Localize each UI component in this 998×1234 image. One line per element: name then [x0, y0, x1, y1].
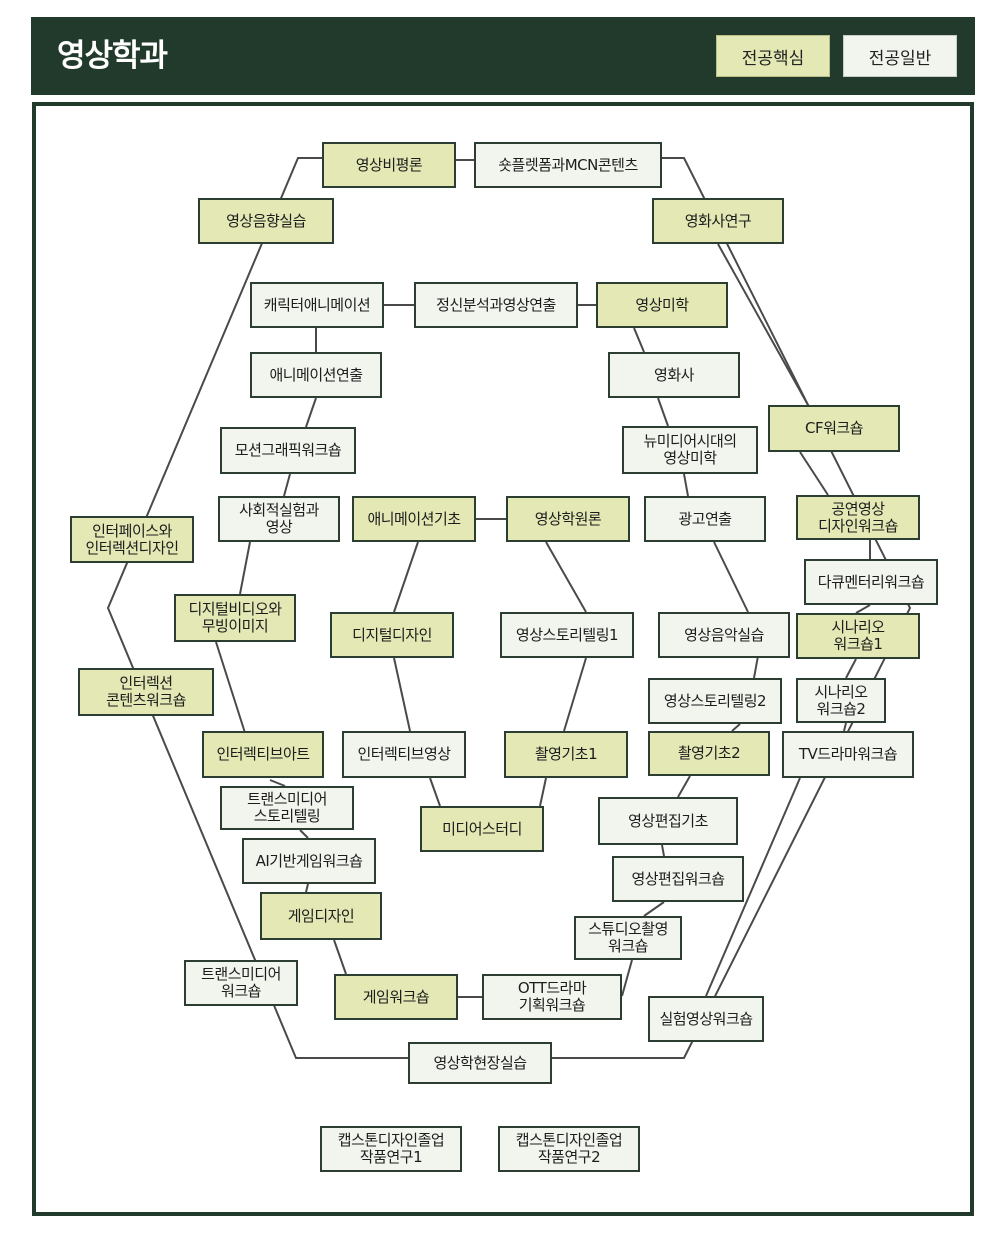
course-node[interactable]: 영상미학	[596, 282, 728, 328]
course-node[interactable]: 정신분석과영상연출	[414, 282, 578, 328]
course-node[interactable]: 캐릭터애니메이션	[250, 282, 384, 328]
course-node[interactable]: 인터렉티브아트	[202, 731, 324, 778]
course-node[interactable]: AI기반게임워크숍	[242, 838, 376, 884]
course-node[interactable]: 영상학원론	[506, 496, 630, 542]
course-node[interactable]: 사회적실험과 영상	[218, 496, 340, 542]
course-node[interactable]: 시나리오 워크숍2	[796, 678, 886, 723]
course-node[interactable]: 영상스토리텔링1	[500, 612, 634, 658]
course-node[interactable]: 뉴미디어시대의 영상미학	[622, 426, 758, 474]
course-node[interactable]: 촬영기초1	[504, 731, 628, 778]
course-node[interactable]: 영상편집워크숍	[612, 856, 744, 902]
course-node[interactable]: 게임디자인	[260, 892, 382, 940]
course-node[interactable]: 영화사	[608, 352, 740, 398]
course-node[interactable]: 영화사연구	[652, 198, 784, 244]
course-node[interactable]: 인터렉션 콘텐츠워크숍	[78, 668, 214, 716]
course-node[interactable]: 디지털디자인	[330, 612, 454, 658]
course-node[interactable]: 영상편집기초	[598, 797, 738, 845]
course-node[interactable]: 애니메이션기초	[352, 496, 476, 542]
course-node[interactable]: 디지털비디오와 무빙이미지	[174, 594, 296, 642]
legend-general-button[interactable]: 전공일반	[843, 35, 957, 77]
course-node[interactable]: 영상학현장실습	[408, 1042, 552, 1084]
legend-core-button[interactable]: 전공핵심	[716, 35, 830, 77]
course-node[interactable]: 미디어스터디	[420, 806, 544, 852]
course-node[interactable]: 영상음향실습	[198, 198, 334, 244]
course-node[interactable]: 트랜스미디어 스토리텔링	[220, 786, 354, 830]
course-node[interactable]: 스튜디오촬영 워크숍	[574, 916, 682, 960]
page-header: 영상학과 전공핵심 전공일반	[31, 17, 975, 95]
course-node[interactable]: 영상스토리텔링2	[648, 678, 782, 724]
course-node[interactable]: 트랜스미디어 워크숍	[184, 960, 298, 1006]
course-node[interactable]: TV드라마워크숍	[782, 731, 914, 778]
course-node[interactable]: 게임워크숍	[334, 974, 458, 1020]
page-title: 영상학과	[57, 38, 168, 74]
course-node[interactable]: CF워크숍	[768, 405, 900, 452]
course-node[interactable]: 영상비평론	[322, 142, 456, 188]
course-node[interactable]: 공연영상 디자인워크숍	[796, 495, 920, 540]
course-node[interactable]: 다큐멘터리워크숍	[804, 559, 938, 605]
course-node[interactable]: 광고연출	[644, 496, 766, 542]
course-node[interactable]: 시나리오 워크숍1	[796, 613, 920, 659]
course-node[interactable]: 인터렉티브영상	[342, 731, 466, 778]
curriculum-frame	[32, 102, 974, 1216]
course-node[interactable]: 캡스톤디자인졸업 작품연구2	[498, 1126, 640, 1172]
course-node[interactable]: 촬영기초2	[648, 731, 770, 776]
course-node[interactable]: 실험영상워크숍	[648, 996, 764, 1042]
course-node[interactable]: 모션그래픽워크숍	[220, 427, 356, 474]
course-node[interactable]: 애니메이션연출	[250, 352, 382, 398]
course-node[interactable]: 캡스톤디자인졸업 작품연구1	[320, 1126, 462, 1172]
course-node[interactable]: 영상음악실습	[658, 612, 790, 658]
course-node[interactable]: OTT드라마 기획워크숍	[482, 974, 622, 1020]
course-node[interactable]: 인터페이스와 인터렉션디자인	[70, 516, 194, 563]
course-node[interactable]: 숏플렛폼과MCN콘텐츠	[474, 142, 662, 188]
